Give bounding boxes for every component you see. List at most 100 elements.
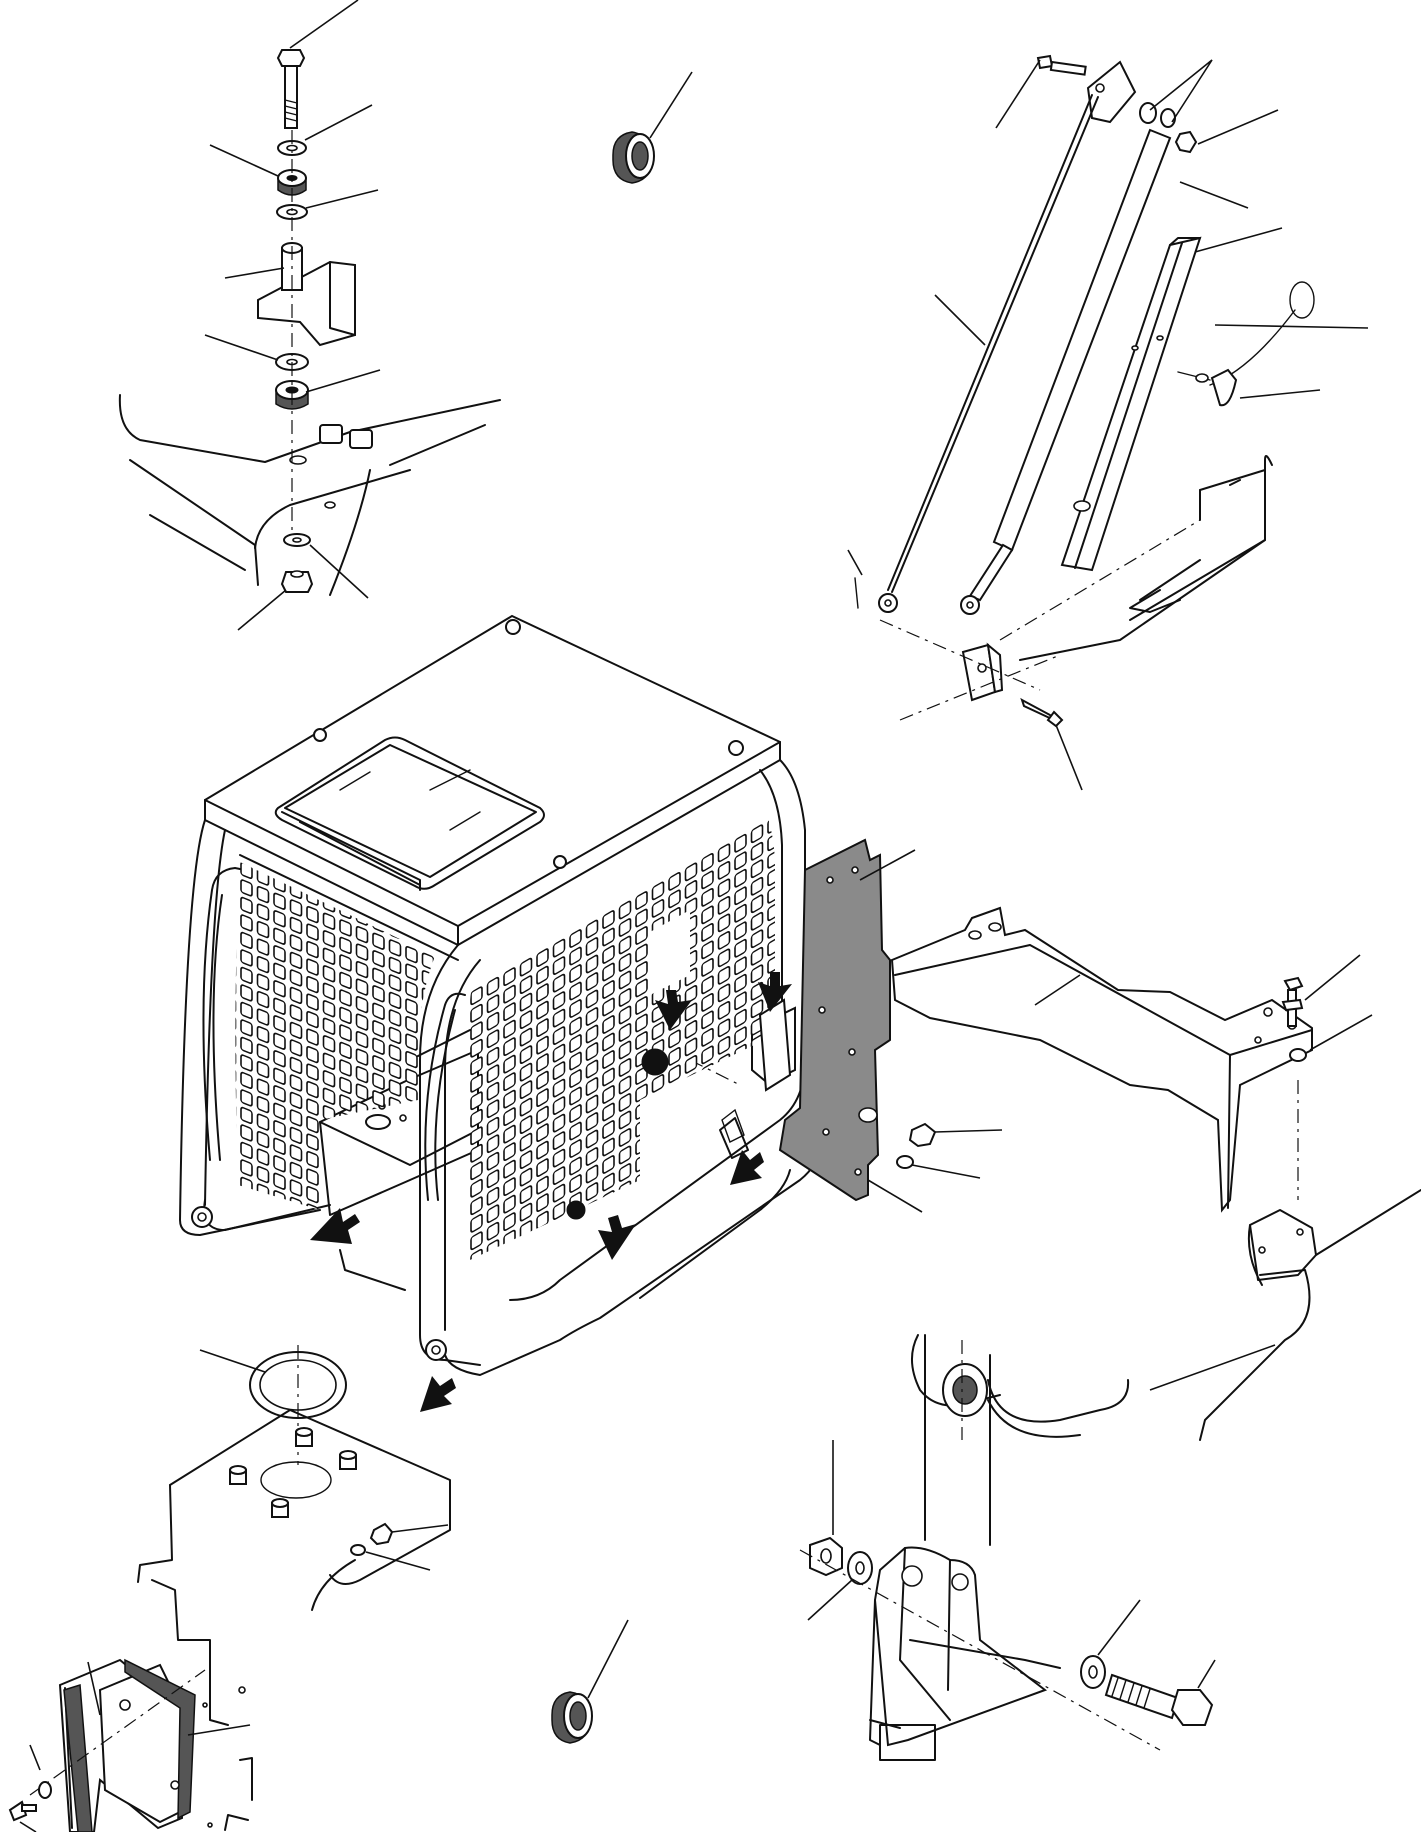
mesh-cell [339,1164,352,1182]
mesh-cell [552,1183,566,1203]
mesh-cell [651,1214,665,1233]
mesh-cell [357,1311,368,1328]
mesh-cell [306,1150,319,1169]
mesh-cell [635,943,648,963]
mesh-cell [488,1467,499,1486]
mesh-cell [225,1310,236,1327]
mesh-cell [669,1414,680,1433]
mesh-cell [405,945,418,964]
mesh-cell [406,1384,417,1401]
mesh-cell [651,1144,665,1163]
mesh-cell [651,1179,665,1198]
mesh-cell [256,885,270,904]
mesh-cell [455,1293,466,1312]
mesh-cell [273,1120,286,1138]
mesh-cell [503,1089,516,1109]
mesh-cell [235,1117,237,1135]
mesh-cell [585,1094,599,1114]
mesh-cell [355,978,369,996]
mesh-cell [752,1384,763,1403]
mesh-cell [439,1362,450,1379]
mesh-cell [388,939,402,957]
mesh-cell [274,1243,285,1260]
mesh-cell [684,1090,698,1109]
mesh-cell [240,949,253,967]
mesh-cell [618,1110,632,1130]
mesh-cell [570,1367,581,1386]
mesh-cell [587,1375,598,1394]
mesh-cell [355,1100,369,1119]
mesh-cell [552,1043,566,1063]
mesh-cell [735,1411,746,1430]
mesh-cell [322,1087,336,1105]
mesh-cell [488,1274,499,1293]
mesh-cell [537,1438,548,1457]
mesh-cell [618,1145,632,1165]
mesh-cell [240,1176,253,1195]
mesh-cell [225,1258,236,1275]
mesh-cell [388,1079,402,1097]
bolt-head [349,429,373,449]
nut [280,571,314,593]
mesh-cell [503,1002,516,1022]
mesh-cell [587,1462,598,1481]
mesh-cell [750,894,764,914]
mesh-cell [620,1338,631,1357]
rubber-mount [277,169,307,196]
mesh-cell [602,1085,615,1104]
mesh-panel-rear [455,814,775,1554]
mesh-cell [240,879,253,897]
mesh-cell [618,1058,632,1077]
mesh-cell [486,1169,500,1189]
mesh-cell [256,1025,270,1044]
mesh-cell [602,1032,615,1052]
washer [38,1781,52,1799]
mesh-cell [521,1535,532,1554]
mesh-cell [569,1174,582,1193]
mesh-cell [702,1273,713,1292]
cross-beam [890,906,1313,1213]
mesh-cell [620,1443,631,1462]
mesh-cell [373,1388,384,1405]
mesh-cell [455,1241,466,1260]
mesh-cell [355,1065,369,1084]
mesh-cell [537,1456,548,1475]
mesh-cell [273,1050,286,1068]
mesh-cell [504,1475,515,1494]
mesh-cell [273,1137,286,1155]
mesh-cell [455,1451,466,1470]
mesh-cell [717,1035,731,1055]
mesh-cell [470,1108,483,1128]
mesh-cell [686,1422,697,1441]
mesh-cell [306,975,319,994]
mesh-cell [635,961,648,980]
mesh-cell [635,996,648,1015]
mesh-cell [587,1427,598,1446]
mesh-cell [439,977,450,994]
mesh-cell [470,1021,483,1041]
mesh-cell [719,1421,730,1440]
mesh-cell [519,957,533,977]
mesh-cell [357,1346,368,1363]
mesh-cell [388,991,402,1010]
mesh-cell [340,1304,351,1321]
mesh-cell [357,1276,368,1293]
mesh-cell [537,1526,548,1545]
mesh-cell [569,981,582,1001]
mesh-cell [669,1432,680,1451]
upper-bracket [1086,60,1137,124]
mesh-cell [767,919,775,939]
nut [908,1122,937,1148]
mesh-cell [603,1278,614,1297]
washer [1139,102,1157,124]
mesh-cell [750,824,764,844]
mesh-cell [536,1175,549,1195]
mesh-cell [701,1150,714,1170]
mesh-cell [668,1117,681,1136]
mesh-cell [372,950,385,968]
mesh-cell [423,1268,434,1285]
mesh-cell [471,1494,482,1513]
mesh-cell [536,1193,549,1212]
mesh-cell [602,1015,615,1034]
